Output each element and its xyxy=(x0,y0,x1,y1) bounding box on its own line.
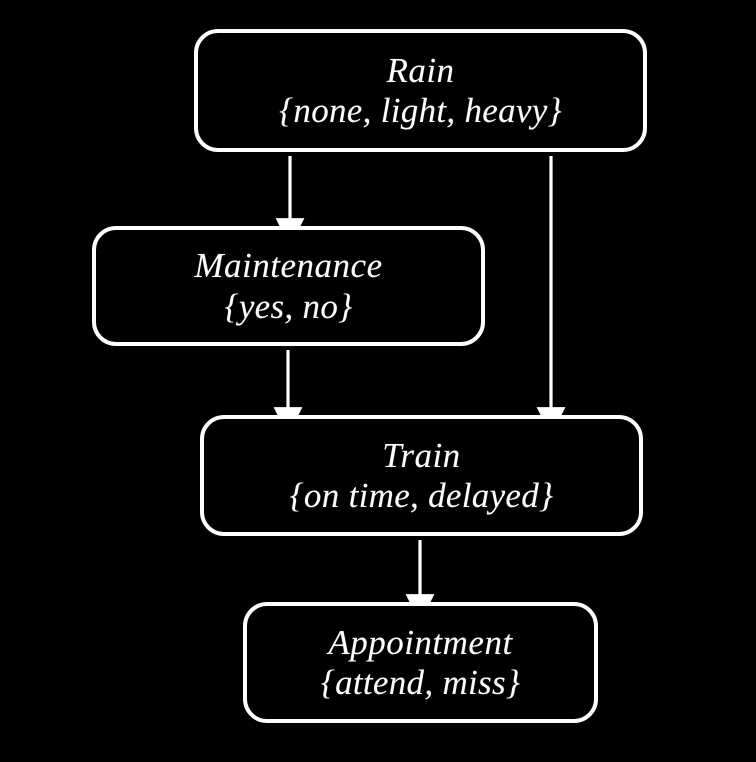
node-appointment[interactable]: Appointment {attend, miss} xyxy=(243,602,598,723)
node-maintenance-values: {yes, no} xyxy=(224,286,353,326)
node-rain-title: Rain xyxy=(386,50,455,90)
node-appointment-values: {attend, miss} xyxy=(320,663,521,702)
node-train-title: Train xyxy=(382,435,461,475)
node-train[interactable]: Train {on time, delayed} xyxy=(200,415,643,536)
node-appointment-title: Appointment xyxy=(328,622,513,662)
node-rain-values: {none, light, heavy} xyxy=(279,91,562,130)
node-rain[interactable]: Rain {none, light, heavy} xyxy=(194,29,647,152)
node-train-values: {on time, delayed} xyxy=(289,476,554,515)
node-maintenance[interactable]: Maintenance {yes, no} xyxy=(92,226,485,346)
node-maintenance-title: Maintenance xyxy=(194,246,383,286)
